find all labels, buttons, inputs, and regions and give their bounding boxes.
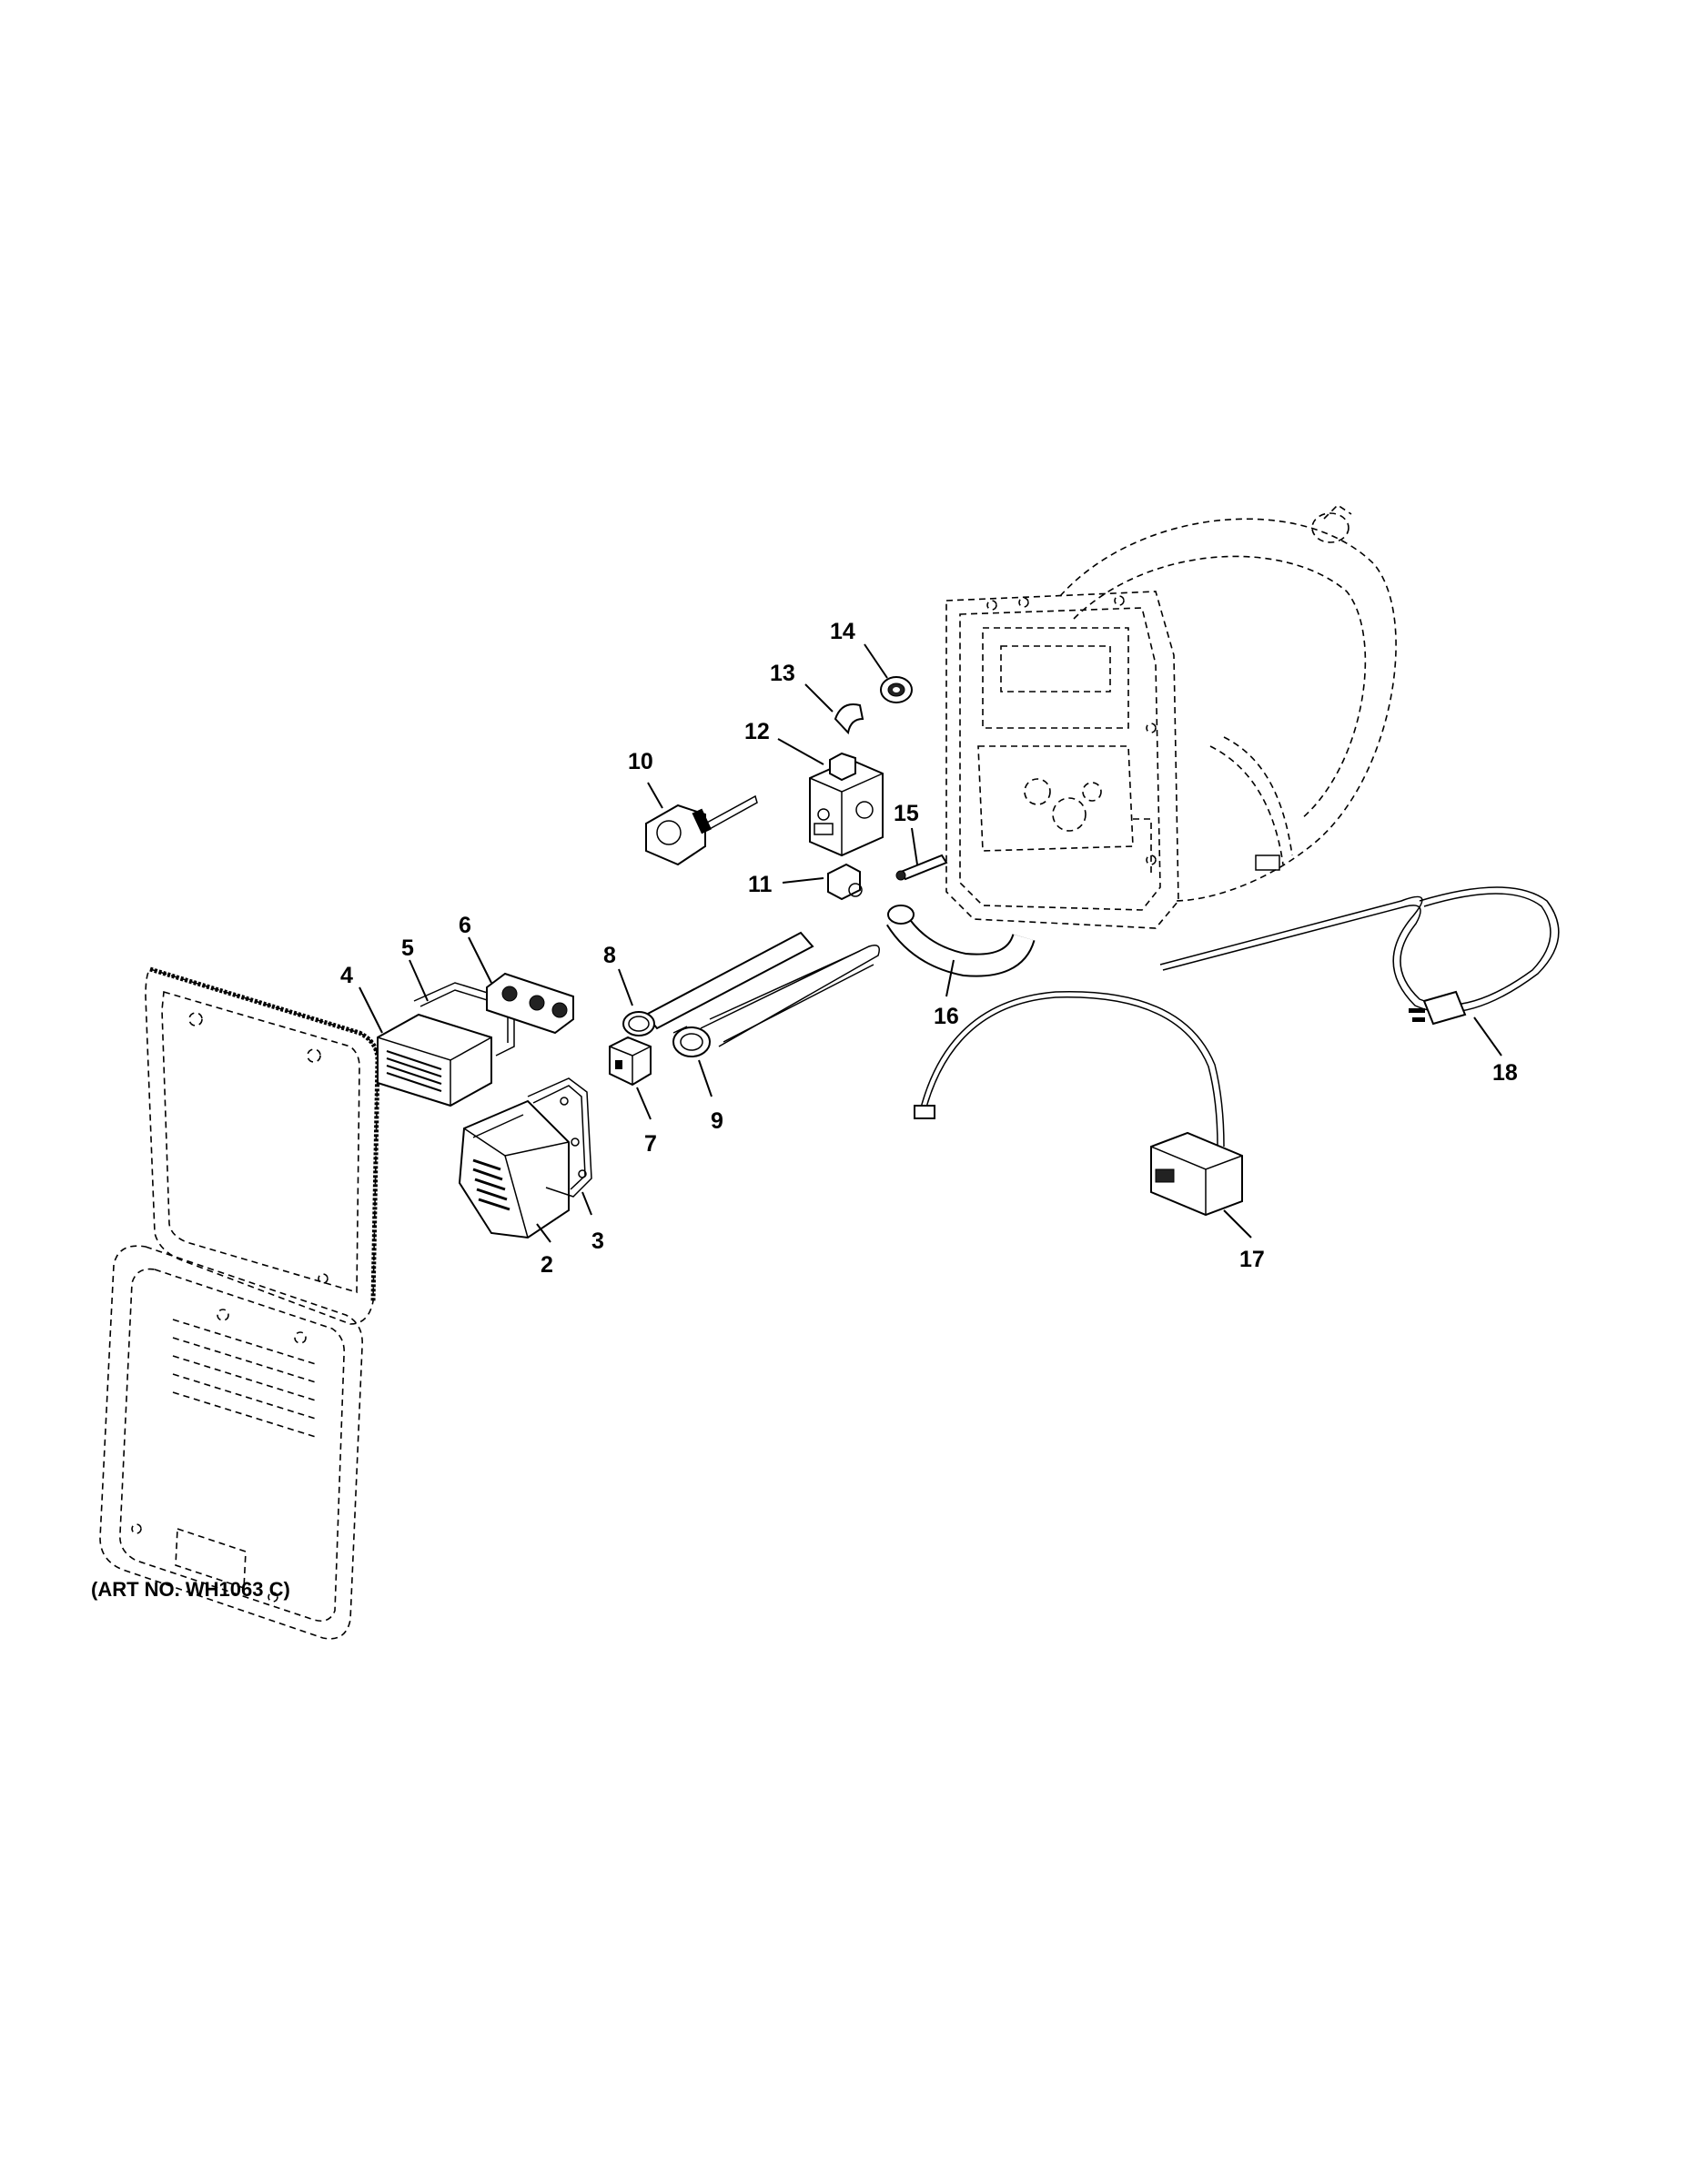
callout-7: 7 (644, 1131, 657, 1157)
water-heater-tank (945, 503, 1397, 929)
callout-14: 14 (830, 619, 855, 644)
part-4-control-housing (377, 1013, 492, 1107)
part-12-gas-control-valve (809, 752, 884, 857)
part-3-cover-gasket (527, 1077, 592, 1198)
part-6-switch-bracket (486, 972, 574, 1035)
callout-13: 13 (770, 661, 795, 686)
callout-10: 10 (628, 749, 653, 774)
access-door-assembly (99, 966, 380, 1640)
callout-leaders (359, 643, 1502, 1243)
callout-18: 18 (1492, 1060, 1518, 1086)
part-17-control-module (914, 990, 1243, 1217)
callout-3: 3 (591, 1228, 604, 1254)
part-11-gas-fitting (827, 863, 863, 901)
callout-11: 11 (748, 872, 773, 897)
part-8-anode-rod (622, 931, 814, 1036)
callout-8: 8 (603, 943, 616, 968)
part-2-control-cover (458, 1099, 570, 1239)
part-9-heating-element (672, 945, 880, 1057)
art-number-caption: (ART NO. WH1063 C) (91, 1578, 290, 1601)
part-13-elbow-fitting (834, 703, 864, 735)
callout-6: 6 (459, 913, 471, 938)
part-18-power-cord (1159, 886, 1560, 1026)
callout-9: 9 (711, 1108, 723, 1134)
callout-2: 2 (541, 1252, 553, 1278)
callout-4: 4 (340, 963, 353, 988)
part-14-grommet (880, 676, 913, 703)
part-10-thermostat (645, 794, 758, 866)
part-16-burner-tube (885, 905, 1036, 977)
callout-17: 17 (1239, 1247, 1265, 1272)
callout-15: 15 (894, 801, 919, 826)
callout-labels: 2 3 4 5 6 7 8 9 10 11 12 13 14 15 16 17 … (340, 619, 1518, 1278)
part-7-terminal-block (609, 1036, 652, 1087)
callout-12: 12 (744, 719, 770, 744)
callout-5: 5 (401, 935, 414, 961)
callout-16: 16 (934, 1004, 959, 1029)
part-15-igniter (895, 854, 948, 881)
